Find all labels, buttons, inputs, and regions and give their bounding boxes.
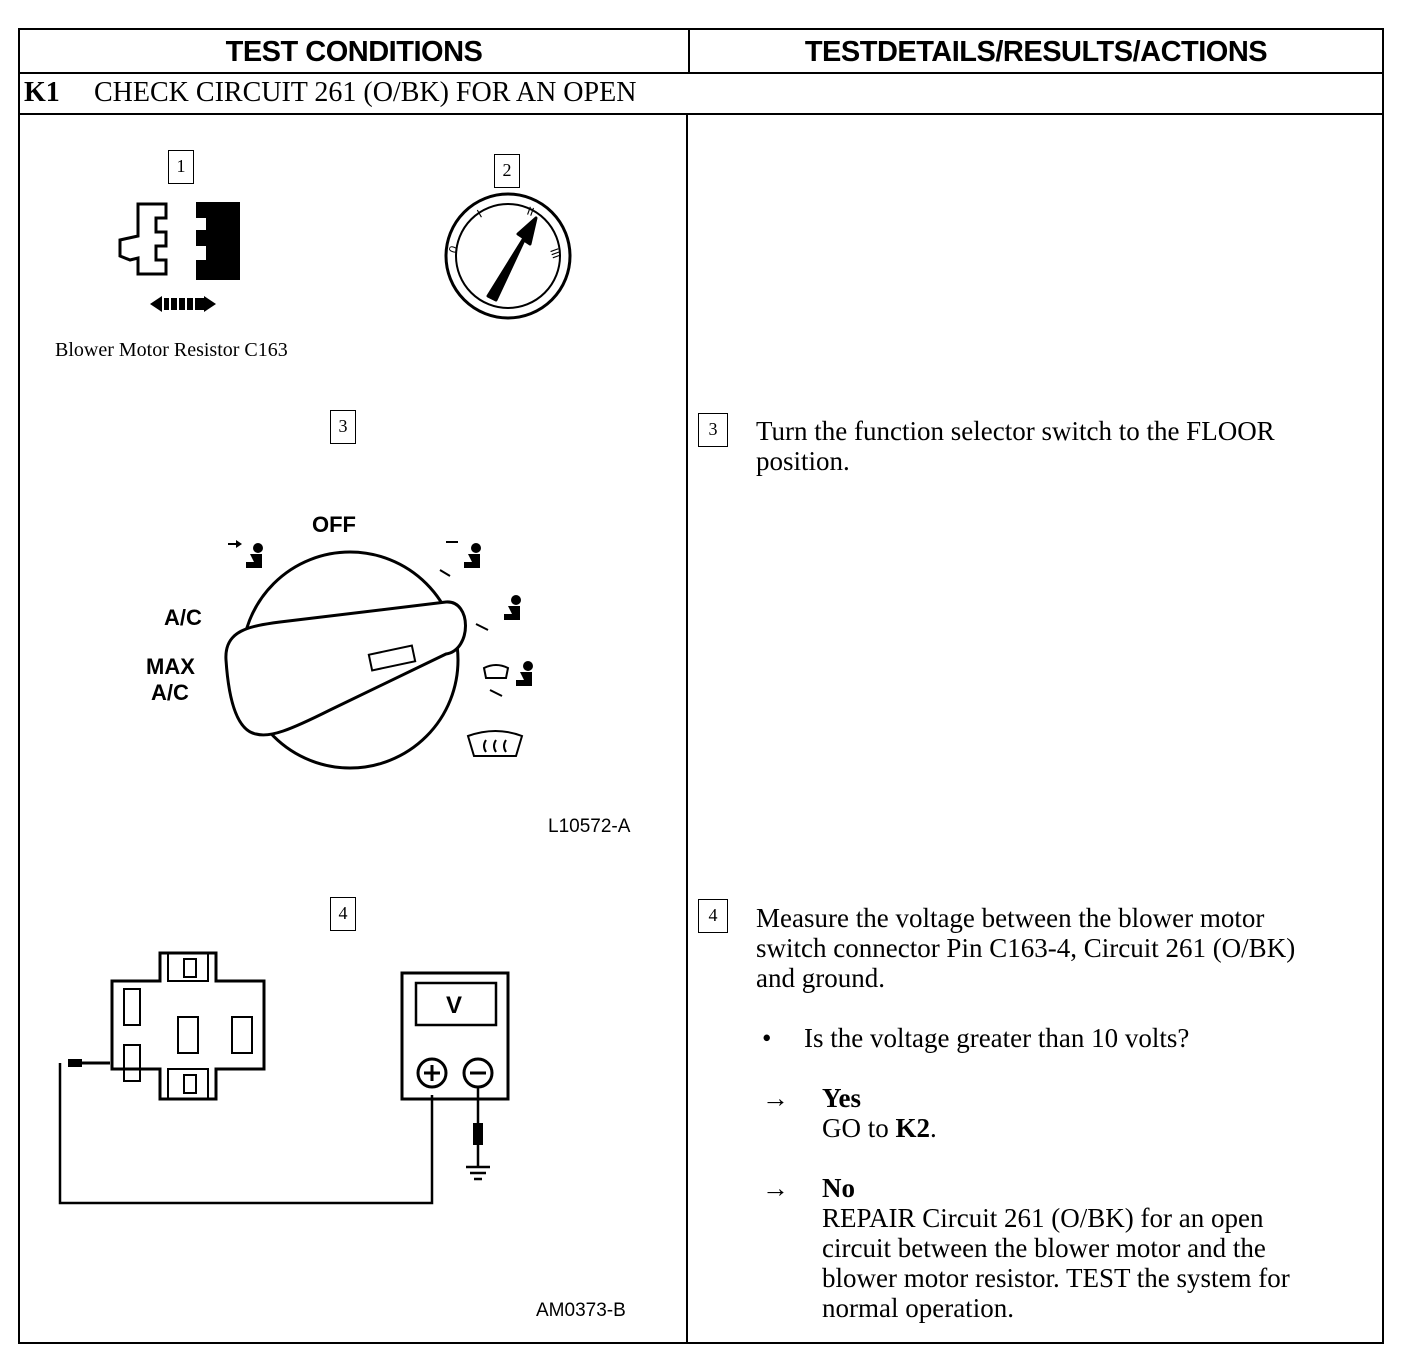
table-frame xyxy=(18,28,1384,1344)
yes-action-prefix: GO to xyxy=(822,1113,896,1143)
header-column-divider xyxy=(688,28,690,73)
step4-text-line3: and ground. xyxy=(756,963,885,993)
defrost-icon xyxy=(466,730,524,757)
ignition-pos-1: I xyxy=(475,207,485,221)
step3-text-line2: position. xyxy=(756,446,850,476)
function-selector-knob xyxy=(224,540,533,770)
ignition-pos-0: 0 xyxy=(446,244,462,255)
figure4-code: AM0373-B xyxy=(536,1300,626,1321)
knob-off-label: OFF xyxy=(312,512,356,537)
yes-label: Yes xyxy=(822,1083,861,1113)
no-label: No xyxy=(822,1173,855,1203)
voltmeter-wiring-diagram: V xyxy=(58,951,510,1205)
voltmeter-v: V xyxy=(446,992,462,1019)
floor-icon xyxy=(475,595,521,631)
knob-max-label: MAX xyxy=(146,654,195,679)
connector-disconnect-icon xyxy=(118,202,240,312)
no-text-line4: normal operation. xyxy=(822,1293,1014,1323)
yes-arrow-icon: → xyxy=(762,1083,789,1113)
step4-text-line2: switch connector Pin C163-4, Circuit 261… xyxy=(756,933,1296,963)
yes-action: GO to K2. xyxy=(822,1113,937,1143)
no-arrow-icon: → xyxy=(762,1173,789,1203)
step3-text-line1: Turn the function selector switch to the… xyxy=(756,416,1275,446)
no-text-line1: REPAIR Circuit 261 (O/BK) for an open xyxy=(822,1203,1264,1233)
figure-step-3-box: 3 xyxy=(330,410,356,444)
figure-step-4-box: 4 xyxy=(330,897,356,931)
test-conditions-header: TEST CONDITIONS xyxy=(225,36,483,68)
step-id: K1 xyxy=(24,77,60,108)
floor-defrost-icon xyxy=(482,661,533,697)
figure-step-2-box: 2 xyxy=(494,154,520,188)
title-divider xyxy=(18,113,1384,115)
step1-caption: Blower Motor Resistor C163 xyxy=(55,339,288,361)
figure3-code: L10572-A xyxy=(548,816,631,837)
panel-floor-icon xyxy=(439,541,481,577)
detail-step-4-box: 4 xyxy=(698,899,728,933)
detail-step-3-box: 3 xyxy=(698,413,728,447)
body-column-divider xyxy=(686,113,688,1344)
ignition-switch-icon: 0 I II III xyxy=(444,192,572,320)
header-divider xyxy=(18,72,1384,74)
step-title: CHECK CIRCUIT 261 (O/BK) FOR AN OPEN xyxy=(94,77,637,108)
knob-ac-label: A/C xyxy=(164,605,202,630)
figure-step-1-box: 1 xyxy=(168,150,194,184)
yes-action-target[interactable]: K2 xyxy=(895,1113,931,1143)
yes-action-suffix: . xyxy=(930,1113,937,1143)
bullet: • xyxy=(762,1023,772,1053)
knob-max-ac-label: A/C xyxy=(151,680,189,705)
no-text-line3: blower motor resistor. TEST the system f… xyxy=(822,1263,1290,1293)
question-text: Is the voltage greater than 10 volts? xyxy=(804,1023,1190,1053)
panel-vent-icon xyxy=(228,540,263,568)
ignition-pos-3: III xyxy=(547,246,564,260)
no-text-line2: circuit between the blower motor and the xyxy=(822,1233,1266,1263)
test-details-header: TESTDETAILS/RESULTS/ACTIONS xyxy=(804,36,1268,68)
ignition-pos-2: II xyxy=(525,204,536,219)
step4-text-line1: Measure the voltage between the blower m… xyxy=(756,903,1265,933)
